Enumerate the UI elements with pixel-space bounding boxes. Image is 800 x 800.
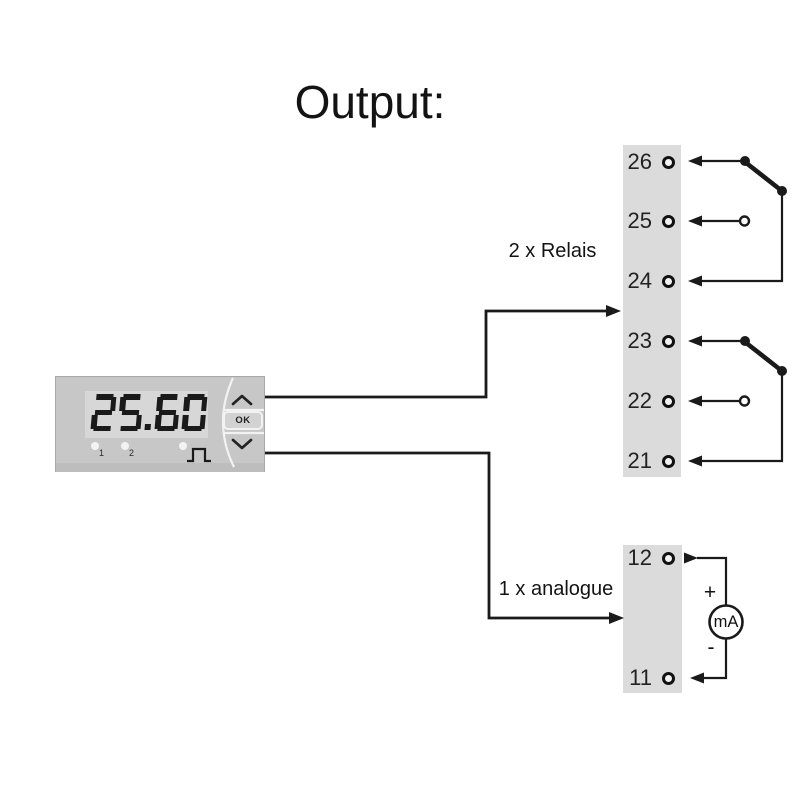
display-digit xyxy=(90,394,117,431)
analogue-terminal-strip xyxy=(623,545,682,693)
contact-dot-no xyxy=(740,336,750,346)
terminal-number: 24 xyxy=(627,268,652,293)
relay-terminal-strip xyxy=(623,145,681,477)
terminal-screw-icon xyxy=(662,334,675,348)
indicator-1-label: 1 xyxy=(99,448,105,458)
contact-dot-no xyxy=(740,156,750,166)
indicator-1-led xyxy=(91,442,99,450)
terminal-22-arrowhead xyxy=(688,395,702,407)
device-display-value xyxy=(90,394,208,431)
display-digit xyxy=(154,394,180,431)
terminal-screw-icon xyxy=(662,274,675,288)
indicator-2-led xyxy=(121,442,129,450)
terminal-number: 11 xyxy=(629,665,652,690)
terminal-number: 22 xyxy=(627,388,652,413)
analogue-output-label: 1 x analogue xyxy=(498,578,614,600)
contact-pivot-dot xyxy=(777,366,787,376)
relay-1-contact-symbol xyxy=(688,155,787,287)
contact-pivot-dot xyxy=(777,186,787,196)
terminal-12-arrowhead xyxy=(684,552,698,564)
pulse-output-led xyxy=(179,442,187,450)
terminal-22: 22 xyxy=(625,388,675,414)
terminal-23: 23 xyxy=(625,328,675,354)
display-digit xyxy=(181,394,208,431)
terminal-24: 24 xyxy=(625,268,675,294)
relay-2-contact-symbol xyxy=(688,335,787,467)
common-wire xyxy=(701,371,784,463)
meter-minus-label: - xyxy=(707,636,715,659)
page-title: Output: xyxy=(294,76,446,128)
terminal-25-arrowhead xyxy=(688,215,702,227)
relay-output-label: 2 x Relais xyxy=(508,240,597,262)
terminal-screw-icon xyxy=(662,214,675,228)
terminal-24-arrowhead xyxy=(688,275,702,287)
wire-to-analogue-arrowhead xyxy=(609,612,624,624)
terminal-screw-icon xyxy=(662,155,675,169)
contact-circle-nc xyxy=(738,395,751,407)
output-wires xyxy=(265,305,624,624)
terminal-screw-icon xyxy=(662,551,675,565)
display-decimal-point xyxy=(144,424,151,430)
terminal-11-arrowhead xyxy=(690,672,704,684)
common-wire xyxy=(701,191,784,283)
terminal-screw-icon xyxy=(662,454,675,468)
terminal-number: 26 xyxy=(627,149,652,174)
terminal-screw-icon xyxy=(662,394,675,408)
terminal-26: 26 xyxy=(625,149,675,175)
wire-to-relays xyxy=(265,309,608,399)
terminal-number: 23 xyxy=(627,328,652,353)
terminal-number: 12 xyxy=(627,545,652,570)
terminal-23-arrowhead xyxy=(688,335,702,347)
terminal-26-arrowhead xyxy=(688,155,702,167)
device-bottom-band xyxy=(56,463,264,472)
terminal-number: 21 xyxy=(627,448,652,473)
terminal-25: 25 xyxy=(625,208,675,234)
display-digit xyxy=(117,394,143,431)
wire-to-relays-arrowhead xyxy=(606,305,621,317)
ma-meter-label: mA xyxy=(713,613,739,631)
terminal-number: 25 xyxy=(627,208,652,233)
terminal-21: 21 xyxy=(625,448,675,474)
terminal-11: 11 xyxy=(625,665,675,691)
indicator-2-label: 2 xyxy=(129,448,135,458)
switch-arm xyxy=(743,340,784,373)
terminal-21-arrowhead xyxy=(688,455,702,467)
meter-plus-label: + xyxy=(703,581,717,604)
ok-button: OK xyxy=(223,411,263,430)
terminal-12: 12 xyxy=(625,545,675,571)
contact-circle-nc xyxy=(738,215,751,227)
terminal-screw-icon xyxy=(662,671,675,685)
switch-arm xyxy=(743,160,784,193)
